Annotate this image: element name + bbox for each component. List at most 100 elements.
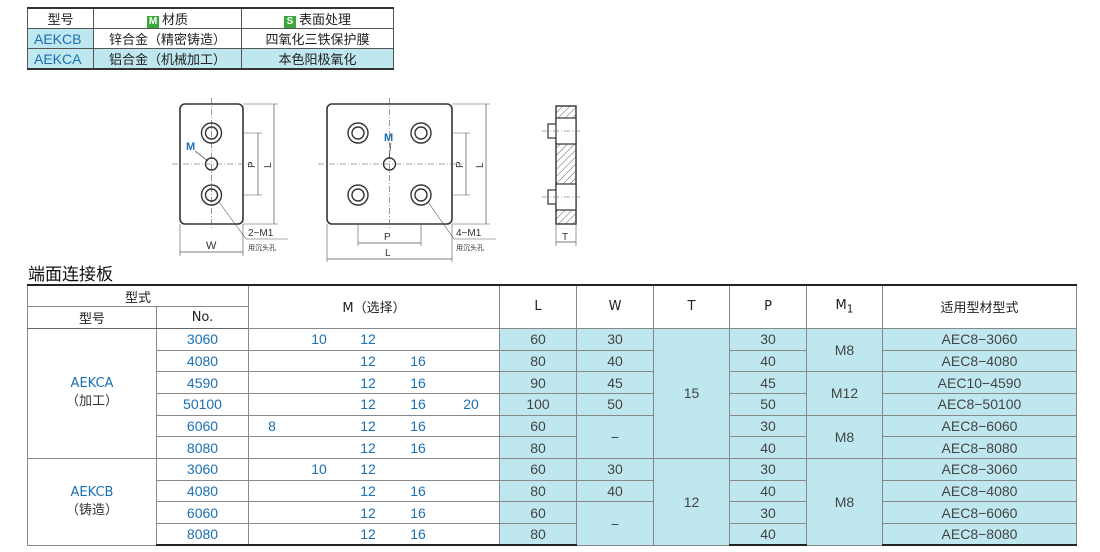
row-l: 60: [499, 458, 577, 481]
m-option: 12: [360, 417, 376, 434]
row-l: 80: [499, 479, 577, 503]
row-profile: AEC8−6060: [882, 414, 1077, 438]
row-w: 30: [576, 327, 654, 351]
row-p: 30: [729, 414, 807, 438]
row-l: 100: [499, 392, 577, 416]
row-m1: M12: [806, 371, 883, 416]
row-p: 40: [729, 523, 807, 547]
row-no: 50100: [156, 392, 249, 416]
technical-drawings: M P L W 2−M1 用沉头孔: [0, 96, 1100, 266]
row-t: 12: [653, 458, 730, 546]
row-no: 4080: [156, 479, 249, 503]
m-option: 16: [410, 374, 426, 391]
m-option: 12: [360, 396, 376, 413]
m-option: 16: [410, 483, 426, 500]
row-p: 30: [729, 458, 807, 481]
material-row: AEKCA 铝合金（机械加工） 本色阳极氧化: [27, 48, 394, 70]
surface-value: 本色阳极氧化: [241, 48, 394, 70]
m-option: 12: [360, 461, 376, 478]
row-t: 15: [653, 327, 730, 460]
drawing-canvas: M P L W 2−M1 用沉头孔: [172, 98, 580, 262]
row-m-options: 10 12: [248, 458, 500, 481]
row-l: 90: [499, 371, 577, 394]
m-option: 8: [268, 417, 276, 434]
row-w: 30: [576, 458, 654, 481]
drawing2-l-horizontal-label: L: [385, 248, 391, 259]
m-option: 12: [360, 331, 376, 348]
row-w: −: [576, 501, 654, 546]
row-no: 6060: [156, 501, 249, 525]
header-l: L: [499, 283, 577, 329]
header-m1-subscript: 1: [846, 302, 854, 316]
spec-table: 型式 M（选择） L W T P M1 适用型材型式 型号 No. AEKCA …: [27, 283, 1077, 547]
row-m1: M8: [806, 327, 883, 373]
m-option: 12: [360, 504, 376, 521]
row-w: −: [576, 414, 654, 460]
m-option: 12: [360, 439, 376, 456]
row-l: 80: [499, 436, 577, 459]
drawing1-w-label: W: [206, 240, 217, 252]
drawing1-callout: 2−M1: [248, 228, 274, 239]
material-header-label: 材质: [161, 13, 188, 28]
drawing-four-hole-plate: M P L P L 4−M1 用沉头孔: [318, 98, 496, 262]
material-row: AEKCB 锌合金（精密铸造） 四氧化三铁保护膜: [27, 28, 394, 49]
drawing1-m-label: M: [186, 141, 195, 153]
material-badge-icon: M: [146, 16, 159, 28]
row-no: 8080: [156, 436, 249, 459]
row-no: 4590: [156, 371, 249, 394]
drawing2-l-label: L: [475, 162, 486, 168]
m-option: 10: [311, 461, 327, 478]
m-option: 12: [360, 483, 376, 500]
header-m-select: M（选择）: [248, 283, 500, 329]
row-m-options: 12 16: [248, 479, 500, 503]
m-option: 12: [360, 526, 376, 543]
material-header-model: 型号: [27, 7, 94, 29]
drawing-side-section: T: [542, 105, 580, 246]
row-l: 80: [499, 349, 577, 373]
row-m-options: 12 16: [248, 523, 500, 547]
row-profile: AEC8−3060: [882, 327, 1077, 351]
row-w: 40: [576, 349, 654, 373]
row-profile: AEC8−50100: [882, 392, 1077, 416]
material-model: AEKCB: [27, 28, 94, 49]
row-no: 8080: [156, 523, 249, 547]
drawing2-p-horizontal-label: P: [384, 232, 391, 243]
m-option: 16: [410, 526, 426, 543]
header-m1-label: M: [835, 298, 847, 314]
header-t: T: [653, 283, 730, 329]
drawing-two-hole-plate: M P L W 2−M1 用沉头孔: [172, 98, 288, 256]
series-process: （铸造）: [65, 502, 118, 518]
row-p: 40: [729, 349, 807, 373]
drawing3-t-label: T: [562, 232, 568, 243]
row-p: 40: [729, 479, 807, 503]
row-w: 40: [576, 479, 654, 503]
header-w: W: [576, 283, 654, 329]
row-l: 60: [499, 327, 577, 351]
row-w: 50: [576, 392, 654, 416]
m-option: 10: [311, 331, 327, 348]
m-option: 12: [360, 352, 376, 369]
series-process: （加工）: [65, 394, 118, 410]
row-profile: AEC10−4590: [882, 371, 1077, 394]
row-l: 60: [499, 414, 577, 438]
header-p: P: [729, 283, 807, 329]
drawing1-l-label: L: [263, 162, 274, 168]
material-model: AEKCA: [27, 48, 94, 70]
row-p: 30: [729, 327, 807, 351]
row-m1: M8: [806, 458, 883, 546]
row-m1: M8: [806, 414, 883, 460]
material-value: 铝合金（机械加工）: [93, 48, 242, 70]
row-profile: AEC8−8080: [882, 523, 1077, 547]
row-no: 4080: [156, 349, 249, 373]
